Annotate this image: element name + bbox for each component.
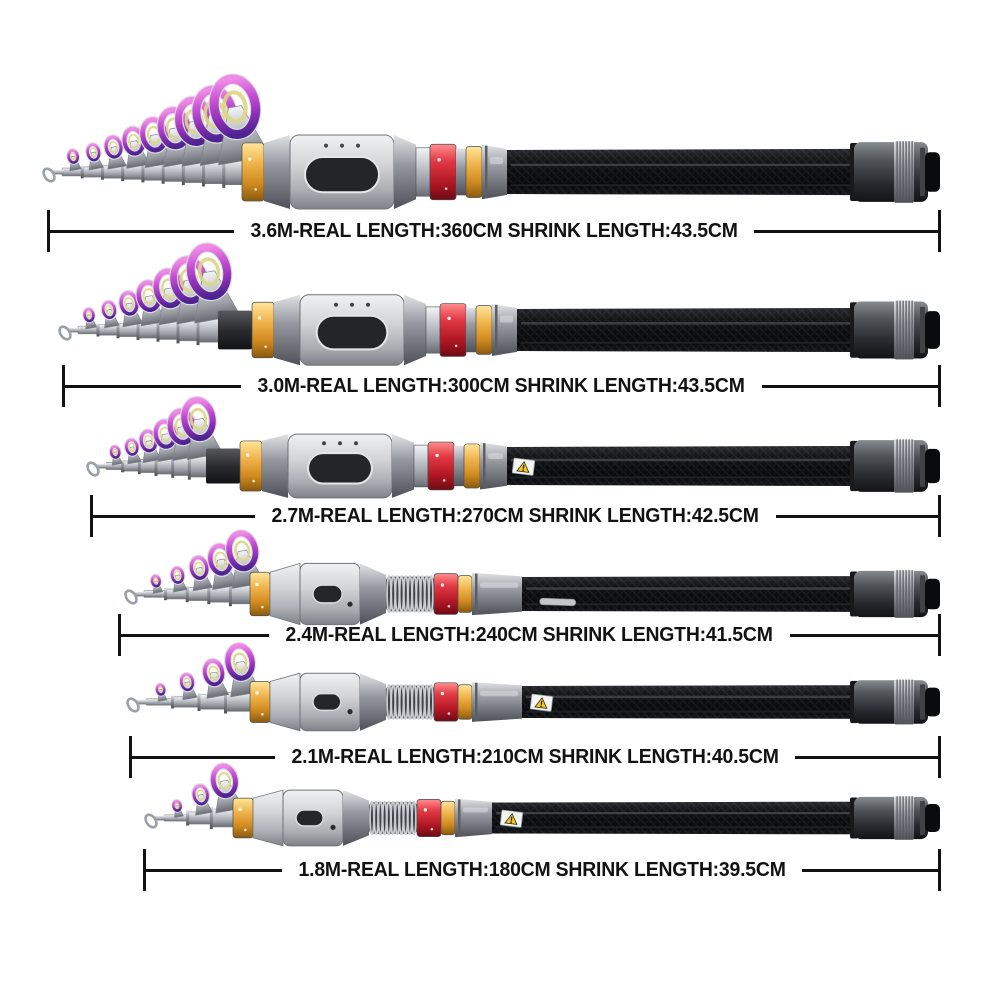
butt-cap — [850, 796, 940, 840]
reel-seat — [218, 294, 517, 366]
dimension-line-1-8m: 1.8M-REAL LENGTH:180CM SHRINK LENGTH:39.… — [143, 849, 942, 891]
line-guides — [150, 529, 266, 594]
dimension-tick-right — [938, 365, 942, 407]
butt-cap — [850, 679, 940, 725]
dimension-line-segment — [93, 514, 256, 518]
dimension-line-segment — [121, 633, 270, 637]
dimension-line-3-0m: 3.0M-REAL LENGTH:300CM SHRINK LENGTH:43.… — [62, 365, 942, 407]
line-guides — [82, 242, 241, 330]
dimension-line-segment — [789, 633, 939, 637]
rod-tip-section — [124, 581, 254, 607]
rod-tip-section — [86, 452, 208, 480]
line-guides — [108, 395, 224, 466]
dimension-line-2-7m: 2.7M-REAL LENGTH:270CM SHRINK LENGTH:42.… — [90, 495, 942, 537]
dimension-tick-right — [938, 736, 942, 778]
reel-seat — [232, 789, 492, 847]
reel-seat — [249, 672, 522, 732]
rod-blank — [515, 307, 856, 353]
dimension-line-2-4m: 2.4M-REAL LENGTH:240CM SHRINK LENGTH:41.… — [118, 614, 942, 656]
dimension-tick-right — [938, 849, 942, 891]
dimension-tick-left — [129, 736, 132, 778]
rod-blank — [505, 148, 856, 196]
dimension-line-2-1m: 2.1M-REAL LENGTH:210CM SHRINK LENGTH:40.… — [129, 736, 942, 778]
dimension-line-segment — [802, 868, 939, 872]
rod-tip-section — [42, 156, 246, 188]
rod-tip-section — [126, 690, 254, 714]
rod-tip-section — [144, 806, 237, 830]
rod-blank — [490, 801, 856, 835]
dimension-tick-left — [143, 849, 146, 891]
size-label: 3.0M-REAL LENGTH:300CM SHRINK LENGTH:43.… — [257, 374, 746, 397]
warning-sticker — [511, 457, 536, 476]
dimension-line-segment — [795, 755, 939, 759]
butt-cap — [850, 439, 940, 493]
dimension-tick-right — [938, 210, 942, 252]
dimension-line-segment — [754, 229, 939, 233]
dimension-line-segment — [50, 229, 234, 233]
dimension-tick-left — [90, 495, 93, 537]
dimension-tick-right — [938, 614, 942, 656]
size-label: 2.4M-REAL LENGTH:240CM SHRINK LENGTH:41.… — [285, 623, 774, 646]
dimension-line-3-6m: 3.6M-REAL LENGTH:360CM SHRINK LENGTH:43.… — [47, 210, 942, 252]
reel-seat — [206, 433, 507, 499]
reel-seat — [241, 134, 507, 210]
line-guides — [66, 73, 271, 172]
dimension-line-segment — [132, 755, 275, 759]
warning-sticker — [539, 597, 577, 607]
butt-cap — [850, 570, 940, 618]
butt-cap — [850, 141, 940, 203]
dimension-line-segment — [65, 384, 242, 388]
dimension-line-segment — [146, 868, 282, 872]
rod-blank — [520, 685, 856, 719]
dimension-line-segment — [761, 384, 939, 388]
dimension-tick-right — [938, 495, 942, 537]
rod-blank — [520, 576, 856, 612]
rod-blank — [505, 446, 856, 486]
dimension-tick-left — [47, 210, 50, 252]
warning-sticker — [529, 693, 554, 712]
dimension-line-segment — [775, 514, 939, 518]
size-label: 1.8M-REAL LENGTH:180CM SHRINK LENGTH:39.… — [298, 858, 786, 881]
warning-sticker — [499, 809, 524, 828]
butt-cap — [850, 300, 940, 360]
dimension-tick-left — [62, 365, 65, 407]
size-label: 2.7M-REAL LENGTH:270CM SHRINK LENGTH:42.… — [271, 504, 760, 527]
dimension-tick-left — [118, 614, 121, 656]
size-label: 3.6M-REAL LENGTH:360CM SHRINK LENGTH:43.… — [250, 219, 738, 242]
rod-tip-section — [58, 314, 220, 346]
size-label: 2.1M-REAL LENGTH:210CM SHRINK LENGTH:40.… — [291, 745, 779, 768]
